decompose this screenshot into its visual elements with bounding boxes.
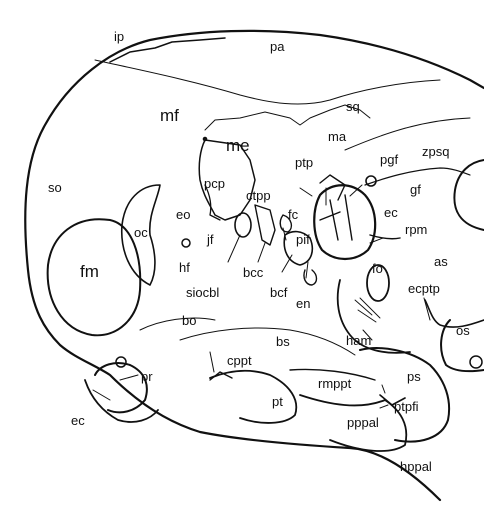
os-foramen	[470, 356, 482, 368]
label-en: en	[296, 297, 310, 310]
jf-foramen	[235, 213, 251, 237]
label-fm: fm	[80, 263, 99, 280]
label-ip: ip	[114, 30, 124, 43]
label-bcc: bcc	[243, 266, 263, 279]
mf-dot	[203, 137, 207, 141]
label-so: so	[48, 181, 62, 194]
label-ham: ham	[346, 334, 371, 347]
ec-inner	[320, 195, 352, 240]
label-gf: gf	[410, 183, 421, 196]
label-rpm: rpm	[405, 223, 427, 236]
label-eo: eo	[176, 208, 190, 221]
label-pif: pif	[296, 233, 310, 246]
label-pppal: pppal	[347, 416, 379, 429]
label-ptpfi: ptpfi	[394, 400, 419, 413]
label-fc: fc	[288, 208, 298, 221]
label-zpsq: zpsq	[422, 145, 449, 158]
label-pgf: pgf	[380, 153, 398, 166]
label-pr: pr	[141, 370, 153, 383]
hf-foramen	[182, 239, 190, 247]
zygomatic-cut	[454, 160, 484, 230]
label-bcf: bcf	[270, 286, 287, 299]
ip-ridge	[110, 38, 225, 62]
label-bs: bs	[276, 335, 290, 348]
label-rmppt: rmppt	[318, 377, 351, 390]
label-sq: sq	[346, 100, 360, 113]
bs-suture	[180, 328, 355, 355]
label-pa: pa	[270, 40, 284, 53]
label-fo: fo	[372, 262, 383, 275]
label-oc: oc	[134, 226, 148, 239]
label-hf: hf	[179, 261, 190, 274]
label-me: me	[226, 137, 250, 154]
pa-suture	[95, 60, 440, 104]
label-mf: mf	[160, 107, 179, 124]
pr-foramen	[116, 357, 126, 367]
label-bo: bo	[182, 314, 196, 327]
label-as: as	[434, 255, 448, 268]
label-ec-lower: ec	[71, 414, 85, 427]
label-ps: ps	[407, 370, 421, 383]
label-siocbl: siocbl	[186, 286, 219, 299]
label-cppt: cppt	[227, 354, 252, 367]
label-ptp: ptp	[295, 156, 313, 169]
label-ma: ma	[328, 130, 346, 143]
label-jf: jf	[207, 233, 214, 246]
zpsq-line	[345, 118, 470, 150]
label-ctpp: ctpp	[246, 189, 271, 202]
label-pcp: pcp	[204, 177, 225, 190]
label-ec-upper: ec	[384, 206, 398, 219]
label-pt: pt	[272, 395, 283, 408]
label-ecptp: ecptp	[408, 282, 440, 295]
pt-outline	[210, 371, 296, 423]
label-os: os	[456, 324, 470, 337]
bo-suture	[140, 318, 215, 330]
ecptp-outline	[425, 300, 484, 327]
label-hppal: hppal	[400, 460, 432, 473]
ctpp-outline	[255, 205, 275, 245]
